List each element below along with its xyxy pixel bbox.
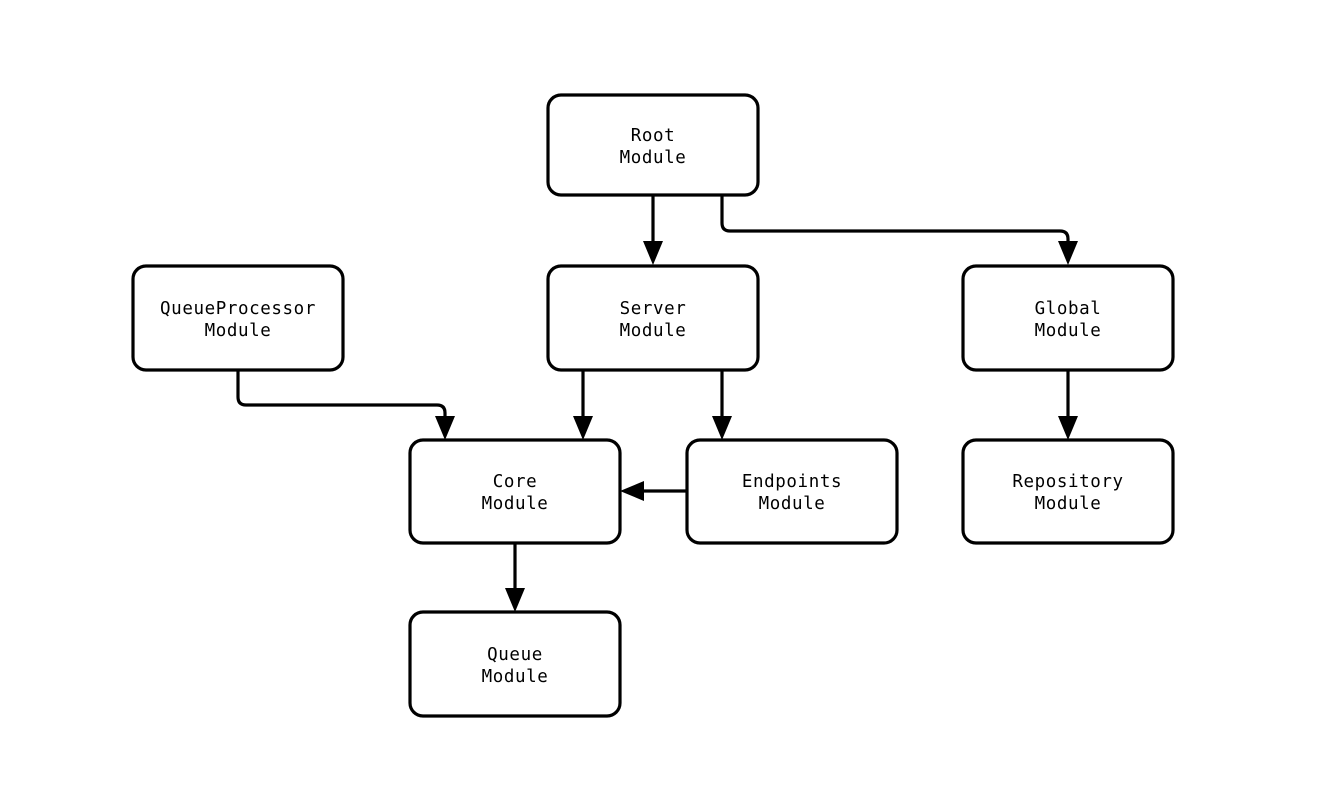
node-box[interactable] [408, 438, 622, 545]
node-box[interactable] [131, 264, 345, 372]
node-label-line1: Queue [487, 645, 543, 665]
node-box[interactable] [961, 438, 1175, 545]
node-label-line1: Endpoints [742, 472, 842, 492]
node-label-line1: Core [493, 472, 538, 492]
edge-core-to-queue [505, 543, 525, 612]
arrowhead-icon [1058, 241, 1078, 265]
arrowhead-icon [620, 481, 644, 501]
node-label-line2: Module [1035, 494, 1102, 514]
node-label-line1: Server [620, 299, 687, 319]
arrowhead-icon [712, 416, 732, 440]
edge-endpoints-to-core [620, 481, 687, 501]
node-box[interactable] [408, 610, 622, 718]
node-root-module[interactable]: Root Module [546, 93, 760, 197]
node-label-line2: Module [482, 667, 549, 687]
edge-server-to-core [573, 370, 593, 440]
edge-server-to-endpoints [712, 370, 732, 440]
node-label-line2: Module [205, 321, 272, 341]
node-global-module[interactable]: Global Module [961, 264, 1175, 372]
node-box[interactable] [685, 438, 899, 545]
arrowhead-icon [1058, 416, 1078, 440]
node-label-line2: Module [620, 321, 687, 341]
node-endpoints-module[interactable]: Endpoints Module [685, 438, 899, 545]
edge-root-to-global [720, 195, 1078, 265]
node-box[interactable] [546, 264, 760, 372]
node-queueprocessor-module[interactable]: QueueProcessor Module [131, 264, 345, 372]
node-queue-module[interactable]: Queue Module [408, 610, 622, 718]
node-label-line1: Global [1035, 299, 1102, 319]
node-label-line2: Module [620, 148, 687, 168]
node-repository-module[interactable]: Repository Module [961, 438, 1175, 545]
node-label-line1: Root [631, 126, 676, 146]
node-label-line2: Module [1035, 321, 1102, 341]
edge-root-to-server [643, 195, 663, 265]
node-box[interactable] [961, 264, 1175, 372]
node-core-module[interactable]: Core Module [408, 438, 622, 545]
node-label-line1: QueueProcessor [160, 299, 316, 319]
node-box[interactable] [546, 93, 760, 197]
edge-global-to-repository [1058, 370, 1078, 440]
arrowhead-icon [643, 241, 663, 265]
node-label-line2: Module [482, 494, 549, 514]
node-label-line2: Module [759, 494, 826, 514]
node-label-line1: Repository [1012, 472, 1123, 492]
node-server-module[interactable]: Server Module [546, 264, 760, 372]
arrowhead-icon [435, 416, 455, 440]
edge-queueprocessor-to-core [236, 370, 455, 440]
arrowhead-icon [505, 588, 525, 612]
arrowhead-icon [573, 416, 593, 440]
